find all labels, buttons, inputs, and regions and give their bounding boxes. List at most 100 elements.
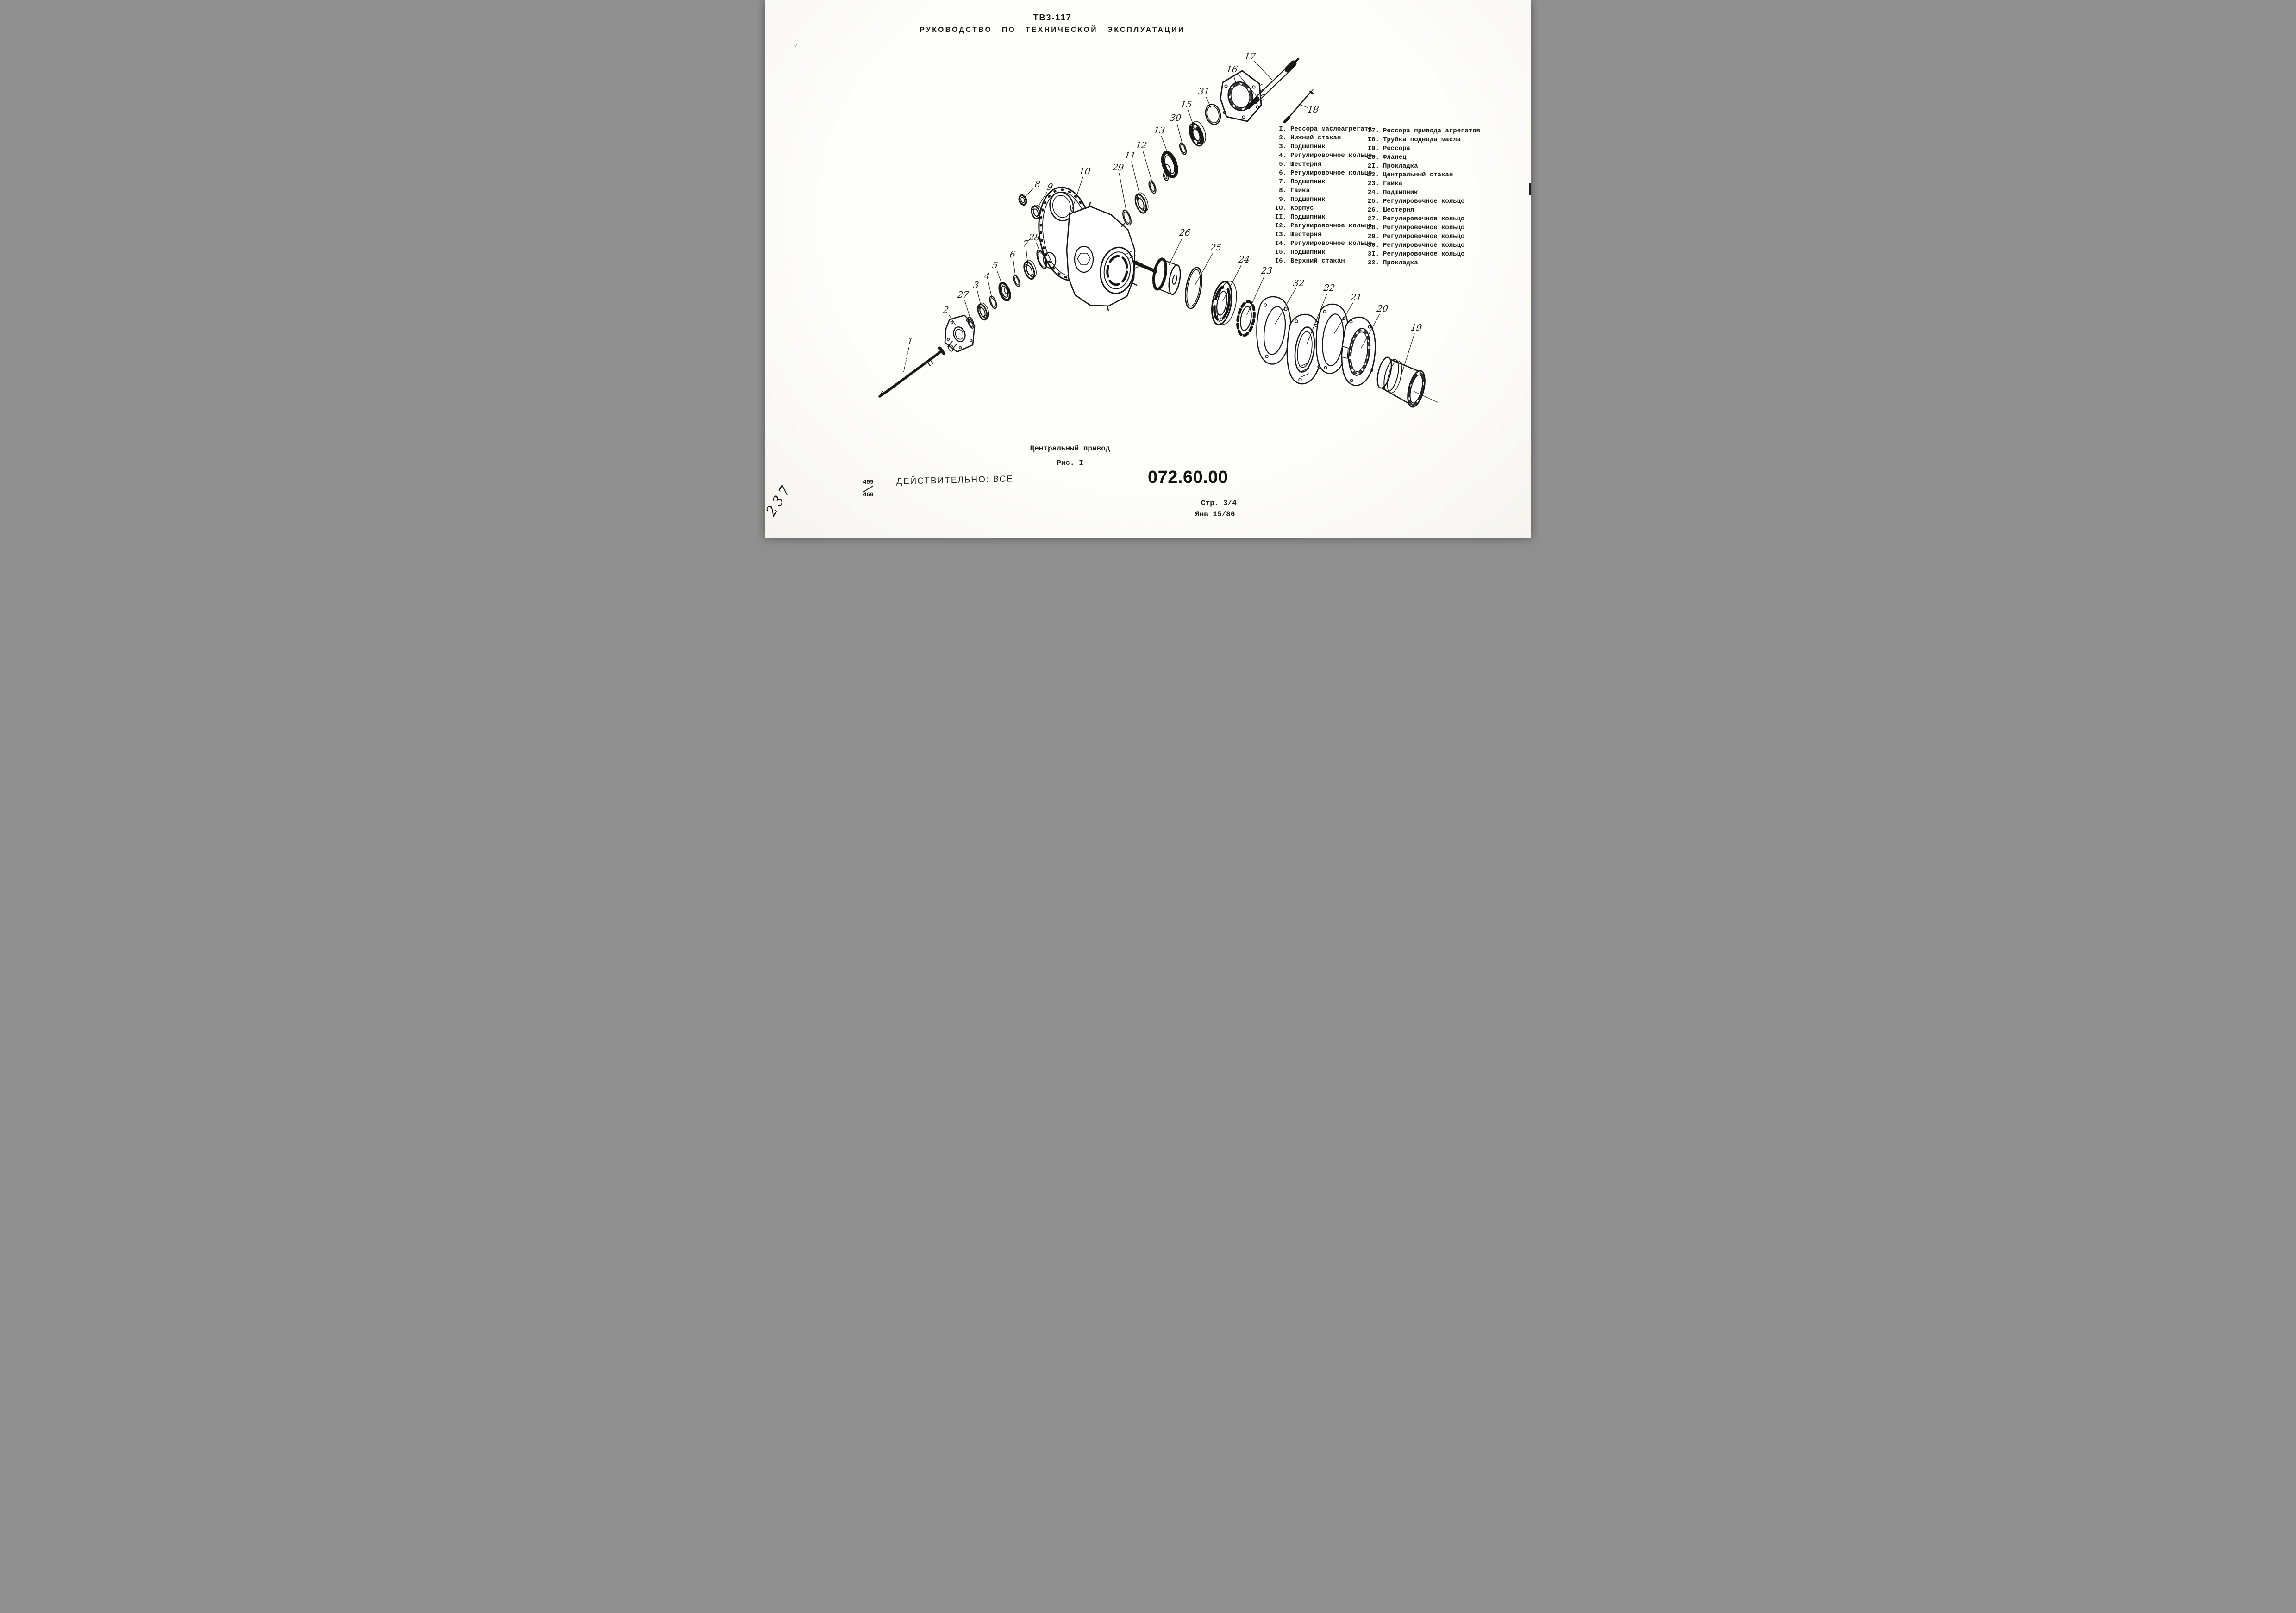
parts-item-label: Гайка	[1383, 180, 1403, 188]
callout-number: 23	[1260, 266, 1273, 276]
callout-number: 30	[1169, 113, 1182, 123]
leader-line	[996, 270, 1003, 287]
parts-list-item: IO.Корпус	[1273, 204, 1372, 213]
leader-line	[1254, 60, 1272, 80]
parts-list-item: I2.Регулировочное кольцо	[1273, 222, 1372, 231]
callout-number: 15	[1180, 100, 1193, 110]
parts-item-label: Регулировочное кольцо	[1383, 233, 1465, 240]
parts-list-item: 3.Подшипник	[1273, 143, 1372, 151]
scan-edge-artifact	[1529, 183, 1531, 195]
part-26-gear	[1132, 257, 1181, 296]
manual-subtitle: РУКОВОДСТВО ПО ТЕХНИЧЕСКОЙ ЭКСПЛУАТАЦИИ	[920, 26, 1185, 34]
parts-item-label: Верхний стакан	[1290, 257, 1345, 265]
parts-list-item: 2I.Прокладка	[1365, 162, 1480, 171]
leader-line	[1233, 75, 1237, 87]
part-4-ring	[989, 295, 997, 309]
part-16-flange	[1220, 70, 1264, 122]
parts-item-number: 22.	[1367, 171, 1379, 179]
leader-line	[1131, 161, 1141, 198]
callout-number: 26	[1178, 228, 1191, 238]
callout-number: 13	[1153, 125, 1166, 136]
leader-line	[1036, 243, 1041, 254]
parts-item-number: IO.	[1275, 205, 1287, 212]
parts-list-item: 32.Прокладка	[1365, 259, 1480, 268]
figure-caption: Центральный привод Рис. I	[987, 444, 1153, 467]
parts-list-item: 27.Регулировочное кольцо	[1365, 215, 1480, 224]
parts-item-label: Трубка подвода масла	[1383, 136, 1461, 144]
leader-line	[1036, 192, 1047, 210]
parts-list-item: I6.Верхний стакан	[1273, 257, 1372, 266]
leader-line	[903, 347, 909, 374]
parts-item-number: 5.	[1279, 161, 1287, 168]
parts-list-item: I7.Рессора привода агрегатов	[1365, 127, 1480, 136]
parts-list-item: 22. Центральный стакан	[1365, 171, 1480, 180]
callout-number: 3	[972, 280, 980, 290]
figure-title: Центральный привод	[1030, 444, 1110, 453]
parts-item-label: Шестерня	[1290, 231, 1322, 238]
callout-number: 20	[1376, 304, 1389, 314]
part-11-bearing	[1134, 192, 1149, 214]
leader-line	[1334, 302, 1353, 334]
leader-line	[1176, 123, 1183, 145]
parts-list-item: 29. Регулировочное кольцо	[1365, 232, 1480, 241]
callout-number: 21	[1350, 293, 1363, 303]
part-25-ring	[1185, 267, 1202, 309]
page-reference: 459 460	[863, 480, 874, 498]
part-21-gasket	[1315, 303, 1349, 374]
callout-number: 2	[942, 305, 950, 315]
parts-item-number: 23.	[1367, 180, 1379, 188]
parts-item-number: 29.	[1367, 233, 1379, 240]
part-18-oil-tube	[1283, 89, 1314, 124]
exploded-view-diagram	[791, 57, 1520, 408]
leader-line	[1169, 238, 1182, 265]
part-13-bevel-gear	[1161, 150, 1178, 181]
parts-item-label: Регулировочное кольцо	[1290, 169, 1372, 177]
leader-line	[1400, 333, 1415, 379]
parts-list-item: 3I.Регулировочное кольцо	[1365, 250, 1480, 259]
leader-line	[988, 282, 992, 298]
parts-item-label: Регулировочное кольцо	[1383, 242, 1465, 249]
parts-item-number: 26.	[1367, 206, 1379, 214]
parts-item-label: Рессора маслоагрегата	[1290, 125, 1372, 133]
parts-list-item: 7.Подшипник	[1273, 178, 1372, 187]
parts-list-item: 30.Регулировочное кольцо	[1365, 241, 1480, 250]
parts-item-number: I5.	[1275, 249, 1287, 256]
parts-item-number: 9.	[1279, 196, 1287, 203]
leader-line	[1070, 176, 1083, 216]
parts-item-label: Центральный стакан	[1383, 171, 1453, 179]
parts-list-item: 28.Регулировочное кольцо	[1365, 224, 1480, 232]
parts-item-label: Регулировочное кольцо	[1383, 250, 1465, 258]
callout-number: 10	[1078, 166, 1091, 176]
callout-number: 4	[983, 271, 991, 281]
parts-item-number: 25.	[1367, 198, 1379, 205]
parts-list-item: 25.Регулировочное кольцо	[1365, 197, 1480, 206]
callout-number: 18	[1307, 105, 1320, 115]
parts-item-label: Корпус	[1290, 205, 1314, 212]
parts-list-item: 6.Регулировочное кольцо	[1273, 169, 1372, 178]
page-ref-top: 459	[863, 479, 874, 486]
part-20-flange	[1341, 316, 1376, 386]
parts-item-number: 3.	[1279, 143, 1287, 150]
parts-list-item: I8. Трубка подвода масла	[1365, 136, 1480, 144]
parts-item-number: 2.	[1279, 134, 1287, 142]
parts-item-number: 32.	[1367, 259, 1379, 267]
parts-item-number: I8.	[1367, 136, 1379, 144]
parts-list-item: I4.Регулировочное кольцо	[1273, 239, 1372, 248]
parts-list-item: 2.Нижний стакан	[1273, 134, 1372, 143]
leader-line	[1413, 391, 1438, 403]
part-27-ring	[967, 317, 975, 329]
parts-item-number: 2I.	[1367, 163, 1379, 170]
parts-list-item: I3.Шестерня	[1273, 231, 1372, 239]
leader-line	[1188, 110, 1195, 128]
part-15-bearing	[1189, 121, 1206, 147]
leader-line	[1238, 74, 1257, 96]
parts-list-item: 20.Фланец	[1365, 153, 1480, 162]
callout-number: 9	[1046, 182, 1054, 192]
parts-item-number: I7.	[1367, 127, 1379, 135]
parts-item-number: 6.	[1279, 169, 1287, 177]
part-12-ring	[1148, 180, 1157, 194]
parts-list-item: 5.Шестерня	[1273, 160, 1372, 169]
parts-list-item: 4.Регулировочное кольцо	[1273, 151, 1372, 160]
